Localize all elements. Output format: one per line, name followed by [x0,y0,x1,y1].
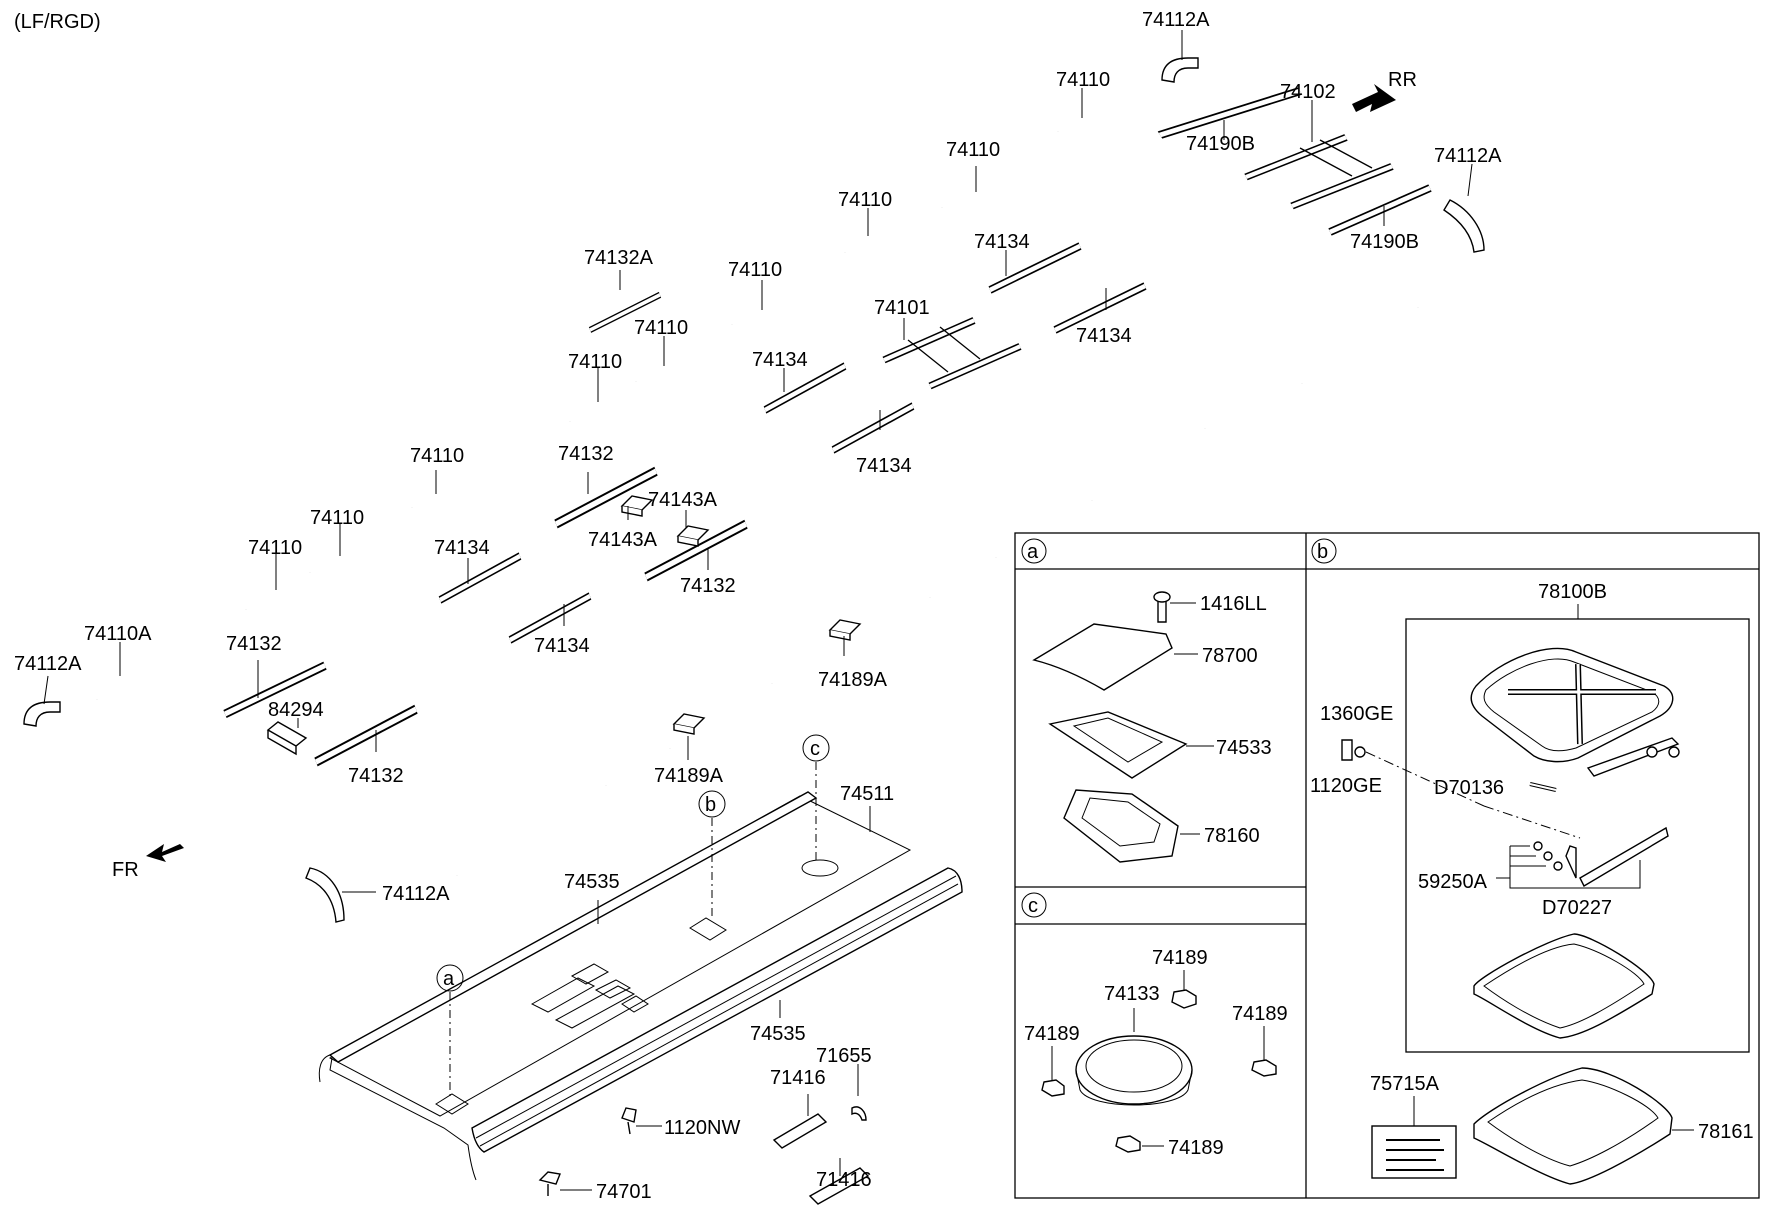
callout-p16: 74110 [568,351,622,373]
callout-p10: 74134 [1076,325,1132,347]
callout-p41: 71416 [816,1169,872,1191]
detail-a-part-3: 74533 [1216,737,1272,759]
callout-p8: 74110 [838,189,892,211]
detail-a: a 1416LL 78700 74533 78160 [1021,538,1272,863]
detail-a-label: a [1027,541,1039,563]
detail-b-part-2: 1120GE [1310,775,1382,797]
callout-p42: 74701 [596,1181,652,1203]
location-markers: c b a [436,734,830,1098]
callout-p22: 74132 [680,575,736,597]
callout-p31: 84294 [268,699,324,721]
callout-p14: 74110 [634,317,688,339]
callout-p23: 74110 [310,507,364,529]
callout-p18: 74132 [558,443,614,465]
ladder-frame-74101 [884,320,1020,386]
marker-b-label: b [705,794,716,816]
callout-p1: 74112A [1142,9,1210,31]
callout-p37: 74535 [750,1023,806,1045]
detail-b-part-5: D70227 [1542,897,1612,919]
callout-p13: 74101 [874,297,930,319]
marker-a-label: a [443,968,455,990]
ladder-frame-74102 [1246,137,1392,206]
detail-b-label: b [1317,541,1328,563]
callout-p2: 74110 [1056,69,1110,91]
detail-b-part-1: 1360GE [1320,703,1393,725]
callout-p24: 74134 [434,537,490,559]
arrow-rear-label: RR [1388,69,1417,91]
callout-p32: 74132 [348,765,404,787]
callout-p30: 74112A [14,653,82,675]
arrow-front-icon [146,844,184,862]
detail-b-part-7: 78161 [1698,1121,1754,1143]
callout-p36: 74112A [382,883,450,905]
roof-panel-74511 [318,791,963,1181]
callout-p33: 74189A [654,765,724,787]
arrow-rear-icon [1352,84,1396,112]
callout-p35: 74535 [564,871,620,893]
detail-c: c 74189 74133 74189 74189 74189 [1021,892,1288,1159]
arrow-front-label: FR [112,859,139,881]
callout-p17: 74134 [856,455,912,477]
callout-p6: 74110 [946,139,1000,161]
callout-p20: 74110 [410,445,464,467]
callout-p39: 71416 [770,1067,826,1089]
detail-c-part-5: 74189 [1168,1137,1224,1159]
roof-bow-8 [310,558,670,748]
roof-bow-6 [570,407,930,597]
callout-p25: 74110 [248,537,302,559]
detail-b-part-4: 59250A [1418,871,1488,893]
callout-p38: 71655 [816,1045,872,1067]
callout-p21: 74143A [588,529,658,551]
variant-label: (LF/RGD) [14,11,101,33]
callout-p9: 74134 [974,231,1030,253]
detail-b: b 78100B D70136 1360GE 1120GE [1310,538,1754,1185]
detail-b-part-3: D70136 [1434,777,1504,799]
small-brackets [266,495,861,756]
detail-b-assembly-label: 78100B [1538,581,1607,603]
marker-b-circle [698,790,726,818]
marker-c-circle [802,734,830,762]
callout-p15: 74134 [752,349,808,371]
end-cap-parts [23,57,1485,923]
callout-labels: 74112A 74110 74102 74190B 74112A 74110 7… [14,9,1502,1203]
lower-hardware [538,1106,870,1205]
marker-c-label: c [810,738,820,760]
callout-p27: 74189A [818,669,888,691]
marker-a-circle [436,964,464,992]
detail-c-label: c [1028,895,1038,917]
detail-a-part-4: 78160 [1204,825,1260,847]
detail-c-part-4: 74189 [1232,1003,1288,1025]
detail-a-part-2: 78700 [1202,645,1258,667]
detail-c-part-2: 74133 [1104,983,1160,1005]
callout-p28: 74110A [84,623,152,645]
callout-p12: 74110 [728,259,782,281]
detail-a-part-1: 1416LL [1200,593,1267,615]
callout-p7: 74190B [1350,231,1419,253]
callout-p3: 74102 [1280,81,1336,103]
callout-p40: 1120NW [664,1117,740,1139]
callout-p4: 74190B [1186,133,1255,155]
callout-p29: 74132 [226,633,282,655]
callout-p34: 74511 [840,783,894,805]
callout-p19: 74143A [648,489,718,511]
detail-c-part-1: 74189 [1152,947,1208,969]
callout-p5: 74112A [1434,145,1502,167]
callout-p11: 74132A [584,247,654,269]
roof-bow-3 [845,238,1205,428]
callout-p26: 74134 [534,635,590,657]
detail-c-part-3: 74189 [1024,1023,1080,1045]
detail-b-part-6: 75715A [1370,1073,1440,1095]
roof-bow-9 [246,595,606,785]
